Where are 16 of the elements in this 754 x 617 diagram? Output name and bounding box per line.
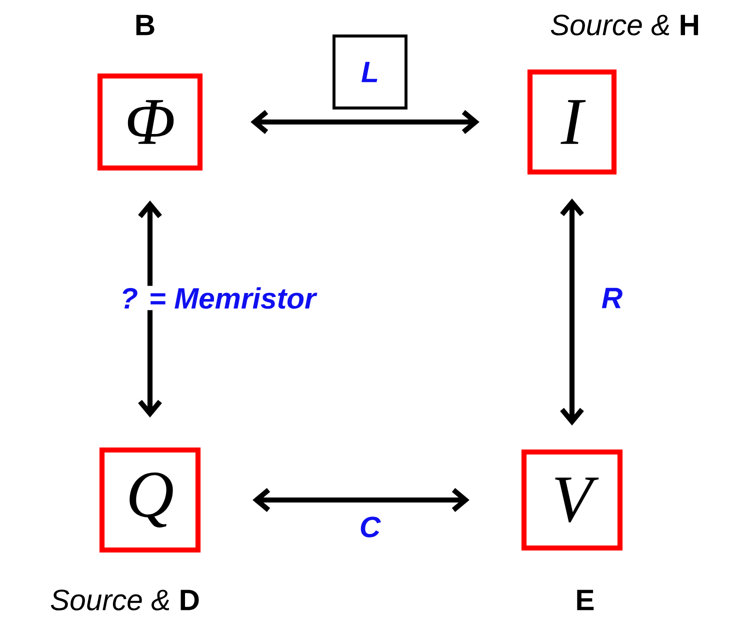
letter-box: Q — [99, 447, 201, 553]
double-arrow — [252, 488, 470, 512]
edge-label: R — [600, 286, 624, 310]
node-caption: B — [136, 14, 154, 36]
node-caption: Source & H — [550, 14, 698, 36]
edge-label: ? = Memristor — [118, 286, 318, 310]
double-arrow — [250, 110, 480, 134]
node-caption: E — [577, 590, 594, 610]
double-arrow — [560, 198, 584, 426]
letter-box: V — [521, 449, 623, 551]
edge-label: C — [358, 515, 382, 539]
letter-box: Φ — [97, 73, 203, 171]
double-arrow — [138, 200, 162, 418]
node-caption: Source & D — [50, 590, 199, 610]
letter-box: I — [527, 69, 617, 175]
edge-label: L — [332, 34, 408, 110]
